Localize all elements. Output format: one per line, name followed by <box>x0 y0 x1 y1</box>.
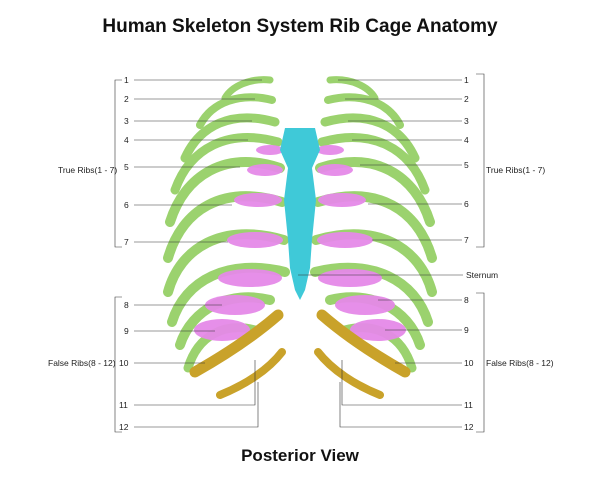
left-rib-4 <box>170 133 283 195</box>
left-rib-1-number: 1 <box>124 75 129 85</box>
sternum-label: Sternum <box>466 270 498 280</box>
left-rib-8-number: 8 <box>124 300 129 310</box>
left-cartilage-5 <box>247 164 283 176</box>
left-cartilage-4 <box>256 145 284 155</box>
right-rib-3 <box>320 113 420 163</box>
right-rib-10-number: 10 <box>464 358 474 368</box>
left-rib-11-leader <box>134 360 256 406</box>
right-brackets <box>476 73 485 433</box>
right-cartilage-7 <box>317 232 373 248</box>
sternum <box>280 128 320 300</box>
left-rib-9-number: 9 <box>124 326 129 336</box>
right-rib-6-number: 6 <box>464 199 469 209</box>
right-rib-11-leader <box>341 360 462 406</box>
left-rib-12 <box>216 348 286 399</box>
right-rib-5-number: 5 <box>464 160 469 170</box>
right-rib-7-number: 7 <box>464 235 469 245</box>
left-rib-5 <box>165 157 285 227</box>
view-subtitle: Posterior View <box>241 446 359 465</box>
right-rib-12-leader <box>339 382 462 428</box>
left-cartilage-8 <box>218 269 282 287</box>
false-ribs-left-bracket <box>114 296 122 433</box>
right-rib-11-number: 11 <box>464 400 473 410</box>
right-rib-12-number: 12 <box>464 422 474 432</box>
right-cartilage-9 <box>335 295 395 315</box>
true-ribs-right-label: True Ribs(1 - 7) <box>486 165 545 175</box>
left-brackets <box>114 79 122 433</box>
right-rib-5 <box>315 157 435 227</box>
right-rib-1 <box>326 76 379 102</box>
left-cartilage-9 <box>205 295 265 315</box>
true-ribs-left-bracket <box>114 79 122 248</box>
left-rib-3 <box>180 113 280 163</box>
left-rib-12-number: 12 <box>119 422 129 432</box>
right-rib-4-number: 4 <box>464 135 469 145</box>
right-rib-4 <box>317 133 430 195</box>
right-cartilage-5 <box>317 164 353 176</box>
false-ribs-right-bracket <box>476 292 485 433</box>
right-cartilage-4 <box>316 145 344 155</box>
costal-cartilage <box>194 145 406 341</box>
left-rib-5-number: 5 <box>124 162 129 172</box>
right-rib-12 <box>314 348 384 399</box>
false-ribs-left-label: False Ribs(8 - 12) <box>48 358 116 368</box>
left-rib-4-number: 4 <box>124 135 129 145</box>
right-rib-2 <box>324 93 404 129</box>
left-rib-2-number: 2 <box>124 94 129 104</box>
left-cartilage-7 <box>227 232 283 248</box>
right-rib-8-number: 8 <box>464 295 469 305</box>
left-rib-1 <box>221 76 274 102</box>
left-rib-11-number: 11 <box>119 400 128 410</box>
right-rib-2-number: 2 <box>464 94 469 104</box>
right-rib-9-number: 9 <box>464 325 469 335</box>
left-rib-11 <box>189 309 284 378</box>
right-cartilage-6 <box>318 193 366 207</box>
left-cartilage-10 <box>194 319 250 341</box>
true-ribs-right-bracket <box>476 73 485 248</box>
true-ribs-left-label: True Ribs(1 - 7) <box>58 165 117 175</box>
left-rib-2 <box>196 93 276 129</box>
page-title: Human Skeleton System Rib Cage Anatomy <box>102 16 498 37</box>
left-rib-3-number: 3 <box>124 116 129 126</box>
left-rib-10-number: 10 <box>119 358 129 368</box>
right-rib-11 <box>316 309 411 378</box>
left-rib-8 <box>167 262 290 327</box>
left-rib-7-number: 7 <box>124 237 129 247</box>
right-cartilage-8 <box>318 269 382 287</box>
left-rib-6-number: 6 <box>124 200 129 210</box>
left-cartilage-6 <box>234 193 282 207</box>
left-rib-12-leader <box>134 382 259 428</box>
right-rib-8 <box>310 262 433 327</box>
right-cartilage-10 <box>350 319 406 341</box>
right-rib-3-number: 3 <box>464 116 469 126</box>
right-rib-1-number: 1 <box>464 75 469 85</box>
false-ribs-right-label: False Ribs(8 - 12) <box>486 358 554 368</box>
